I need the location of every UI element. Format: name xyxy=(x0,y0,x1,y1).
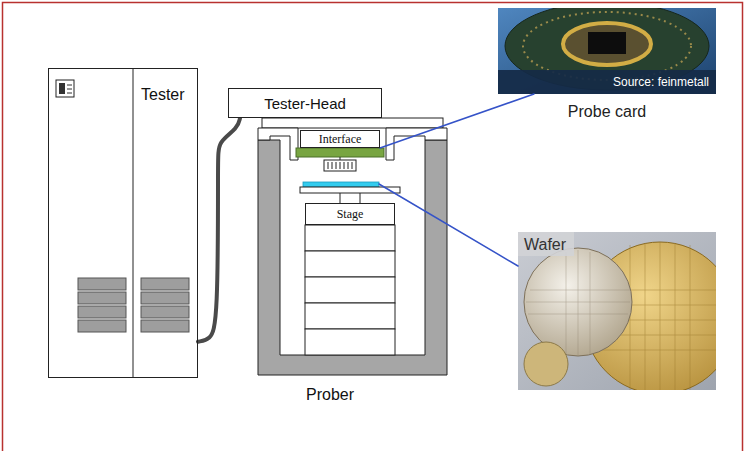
module-slot xyxy=(78,292,126,304)
tester-modules xyxy=(78,278,189,332)
prober-housing xyxy=(258,140,447,375)
grid-line xyxy=(660,242,661,390)
tester-icon xyxy=(67,93,72,94)
source-bar xyxy=(498,70,716,94)
stage-stack xyxy=(305,225,395,355)
photo-caption: Wafer xyxy=(524,235,566,254)
card-contacts xyxy=(523,12,691,80)
needle xyxy=(336,162,337,169)
grid-line xyxy=(592,350,716,351)
module-slot xyxy=(141,278,189,290)
part-label: Interface xyxy=(319,132,362,146)
leader-line xyxy=(380,94,534,148)
tester-cable xyxy=(198,118,240,342)
needle xyxy=(332,162,333,169)
chuck-stem xyxy=(340,193,341,203)
prober-unit: ProberInterfaceStage xyxy=(258,128,447,375)
tester-icon xyxy=(67,85,72,86)
head-plate xyxy=(262,118,443,128)
tester-cabinet: Tester xyxy=(48,68,198,378)
probe-card-photo xyxy=(498,8,716,94)
card-ring xyxy=(563,23,651,65)
part-label: Stage xyxy=(337,207,364,221)
grid-line xyxy=(530,290,630,291)
probe-card-photo: Source: feinmetallProbe card xyxy=(498,8,716,94)
card-center xyxy=(588,32,626,54)
card-holder xyxy=(386,128,447,160)
needle xyxy=(348,162,349,169)
stage-layer xyxy=(305,251,395,277)
needle xyxy=(352,162,353,169)
label-patch xyxy=(518,232,574,256)
grid-line xyxy=(578,250,579,355)
photo-credit: Source: feinmetall xyxy=(498,74,716,90)
module-slot xyxy=(78,306,126,318)
module-slot xyxy=(141,292,189,304)
stage-box: Stage xyxy=(305,203,395,225)
grid-line xyxy=(645,243,646,390)
module-slot xyxy=(141,320,189,332)
wafer-photo xyxy=(518,232,716,390)
wafer-on-chuck xyxy=(303,182,379,187)
probe-card-board xyxy=(296,148,384,157)
wafer-small xyxy=(524,342,568,386)
die-grid xyxy=(526,250,630,355)
grid-line xyxy=(590,252,591,354)
frame-border xyxy=(3,3,743,451)
tester-icon xyxy=(59,83,65,94)
grid-line xyxy=(690,245,691,390)
stage-layer xyxy=(305,329,395,355)
grid-line xyxy=(675,243,676,390)
needle xyxy=(344,162,345,169)
tester-icon xyxy=(56,80,74,97)
wafer-medium xyxy=(524,248,632,356)
equipment-label: Prober xyxy=(306,386,354,404)
equipment-label: Tester xyxy=(141,86,185,104)
cabinet-divider xyxy=(133,68,134,378)
module-slot xyxy=(141,306,189,318)
stage-layer xyxy=(305,277,395,303)
tester-head-box: Tester-Head xyxy=(228,88,382,118)
needle xyxy=(328,162,329,169)
probe-needles xyxy=(328,162,352,169)
module-slot xyxy=(78,278,126,290)
equipment-label: Tester-Head xyxy=(264,95,346,112)
stage-layer xyxy=(305,303,395,329)
stage-layer xyxy=(305,225,395,251)
chuck-stem xyxy=(360,193,361,203)
probe-needles xyxy=(324,160,356,171)
wafer-photo: Wafer xyxy=(518,232,716,390)
needle-mount xyxy=(340,157,341,160)
needle xyxy=(340,162,341,169)
photo-caption: Probe card xyxy=(498,102,716,121)
card-holder xyxy=(258,128,298,160)
leader-line xyxy=(379,184,518,266)
tester-icon xyxy=(67,89,72,90)
interface-box: Interface xyxy=(300,130,380,148)
grid-line xyxy=(566,252,567,354)
module-slot xyxy=(78,320,126,332)
